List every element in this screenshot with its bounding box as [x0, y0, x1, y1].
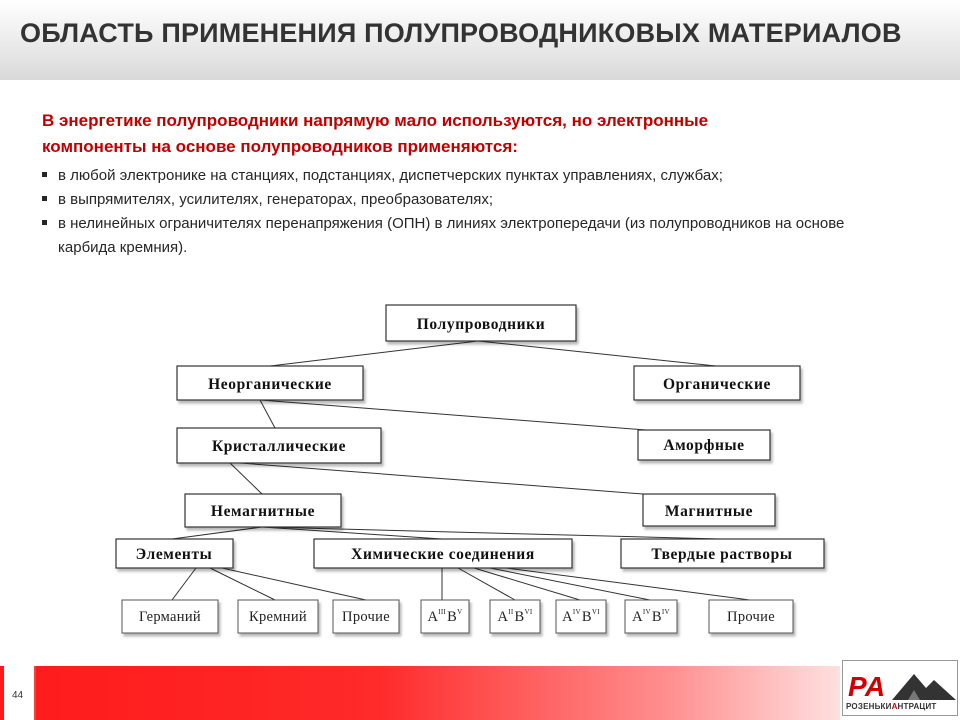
bullet-list: в любой электронике на станциях, подстан…: [40, 164, 900, 260]
svg-text:AIVBIV: AIVBIV: [632, 608, 670, 625]
box-nonmagnetic: Немагнитные: [184, 493, 342, 528]
intro-text: В энергетике полупроводники напрямую мал…: [42, 108, 912, 160]
connector-lines: [171, 340, 751, 601]
intro-line-2: компоненты на основе полупроводников при…: [42, 137, 518, 156]
svg-text:Германий: Германий: [139, 609, 201, 625]
svg-text:Кристаллические: Кристаллические: [212, 438, 346, 455]
leaf-compound-a3b5: AIIIBV: [420, 599, 470, 634]
svg-text:AIIBVI: AIIBVI: [497, 608, 532, 625]
box-inorganic: Неорганические: [176, 365, 364, 401]
logo-letters: РА: [848, 671, 885, 702]
bullet-item-electronics: в любой электронике на станциях, подстан…: [40, 164, 900, 188]
leaf-other-compounds: Прочие: [708, 599, 794, 634]
svg-text:Прочие: Прочие: [342, 609, 390, 625]
page-number: 44: [12, 690, 24, 701]
box-organic: Органические: [633, 365, 801, 401]
svg-text:Элементы: Элементы: [136, 546, 213, 563]
leaf-germanium: Германий: [121, 599, 219, 634]
box-chemical-compounds: Химические соединения: [313, 538, 573, 569]
box-amorphous: Аморфные: [637, 429, 771, 461]
svg-text:Твердые растворы: Твердые растворы: [651, 546, 792, 563]
company-logo: РА: [842, 660, 958, 716]
svg-text:Аморфные: Аморфные: [663, 437, 744, 454]
svg-text:Полупроводники: Полупроводники: [417, 316, 546, 333]
box-semiconductors: Полупроводники: [385, 304, 577, 342]
leaf-compound-a4b4: AIVBIV: [624, 599, 678, 634]
box-solid-solutions: Твердые растворы: [620, 538, 825, 569]
page-number-box: [4, 666, 36, 720]
box-magnetic: Магнитные: [642, 493, 776, 527]
leaf-silicon: Кремний: [237, 599, 319, 634]
title-bar: ОБЛАСТЬ ПРИМЕНЕНИЯ ПОЛУПРОВОДНИКОВЫХ МАТ…: [0, 0, 960, 80]
svg-text:AIVBVI: AIVBVI: [562, 608, 600, 625]
bullet-item-rectifiers: в выпрямителях, усилителях, генераторах,…: [40, 188, 900, 212]
page-title: ОБЛАСТЬ ПРИМЕНЕНИЯ ПОЛУПРОВОДНИКОВЫХ МАТ…: [20, 18, 902, 48]
intro-line-1: В энергетике полупроводники напрямую мал…: [42, 111, 709, 130]
svg-text:Органические: Органические: [663, 376, 771, 393]
svg-text:Прочие: Прочие: [727, 609, 775, 625]
box-crystalline: Кристаллические: [176, 427, 382, 464]
footer-bar: [0, 666, 840, 720]
box-elements: Элементы: [115, 538, 234, 569]
svg-text:Немагнитные: Немагнитные: [211, 503, 315, 520]
leaf-other-elements: Прочие: [332, 599, 400, 634]
svg-text:Кремний: Кремний: [249, 609, 307, 625]
leaf-compound-a4b6: AIVBVI: [555, 599, 607, 634]
leaf-compound-a2b6: AIIBVI: [489, 599, 541, 634]
svg-text:AIIIBV: AIIIBV: [427, 608, 462, 625]
svg-text:Магнитные: Магнитные: [665, 503, 753, 520]
svg-text:Химические соединения: Химические соединения: [351, 546, 535, 563]
bullet-item-limiters: в нелинейных ограничителях перенапряжени…: [40, 212, 900, 260]
svg-text:Неорганические: Неорганические: [208, 376, 332, 393]
logo-caption: РОЗЕНЬКИАНТРАЦИТ: [846, 702, 937, 711]
